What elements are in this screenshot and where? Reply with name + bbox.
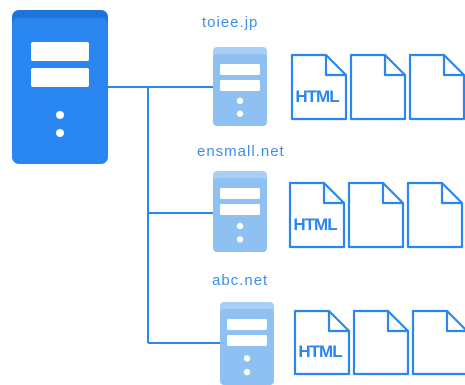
sub-server-drive-bay	[220, 80, 260, 91]
html-badge-text: HTML	[295, 87, 339, 106]
main-server-icon	[12, 10, 108, 164]
html-badge-text: HTML	[298, 342, 342, 361]
sub-server-led	[236, 222, 244, 230]
connector-lines	[108, 86, 220, 344]
main-server-led	[56, 129, 64, 137]
site-label-ensmall-net: ensmall.net	[197, 143, 285, 160]
html-badge-text: HTML	[293, 215, 337, 234]
sub-server-led	[243, 368, 251, 376]
sub-server-led	[243, 355, 251, 362]
sub-server-led	[236, 236, 244, 243]
html-file-icon: HTML	[288, 181, 346, 249]
sub-server-drive-bay	[227, 319, 267, 330]
sub-server-drive-bay	[220, 188, 260, 199]
sub-servers	[213, 47, 274, 385]
blank-file-icon	[408, 53, 465, 121]
document-row: HTML	[290, 53, 465, 121]
sub-server-led	[236, 97, 244, 105]
server-tower-icon	[220, 302, 274, 385]
server-tower-icon	[213, 171, 267, 252]
blank-file-icon	[347, 181, 405, 249]
server-tower-icon	[213, 47, 267, 126]
site-label-toiee-jp: toiee.jp	[202, 14, 259, 31]
sub-server-drive-bay	[220, 204, 260, 215]
sub-server-drive-bay	[227, 335, 267, 346]
document-outline	[408, 53, 465, 121]
document-outline	[411, 309, 465, 376]
main-server-drive-bay	[31, 42, 89, 61]
document-outline	[406, 181, 464, 249]
document-outline	[288, 181, 346, 249]
blank-file-icon	[411, 309, 465, 376]
main-server-body	[12, 18, 108, 164]
blank-file-icon	[349, 53, 407, 121]
sub-server-led	[236, 110, 244, 117]
document-outline	[352, 309, 410, 376]
site-label-abc-net: abc.net	[212, 272, 269, 289]
blank-file-icon	[406, 181, 464, 249]
main-server-led	[56, 111, 64, 119]
sub-server-drive-bay	[220, 64, 260, 75]
html-file-icon: HTML	[290, 53, 348, 121]
document-outline	[349, 53, 407, 121]
document-groups: HTML HTML HTML	[288, 53, 465, 376]
document-row: HTML	[288, 181, 464, 249]
document-row: HTML	[293, 309, 465, 376]
html-file-icon: HTML	[293, 309, 351, 376]
document-outline	[293, 309, 351, 376]
document-outline	[290, 53, 348, 121]
document-outline	[347, 181, 405, 249]
main-server-drive-bay	[31, 68, 89, 87]
blank-file-icon	[352, 309, 410, 376]
